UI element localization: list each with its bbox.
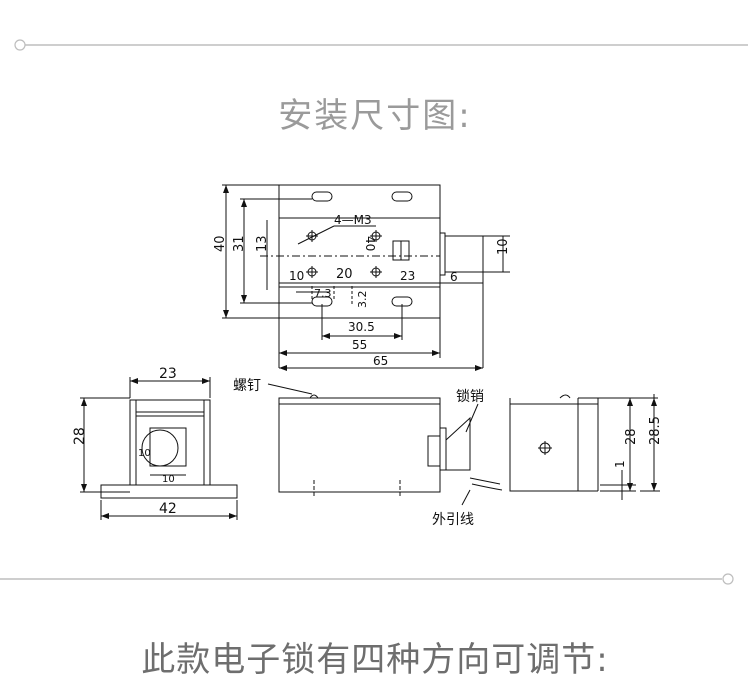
top-divider [14,39,748,51]
dim-30-5: 30.5 [348,320,375,334]
top-view-arrows [223,185,483,371]
dim-23-top: 23 [400,269,415,283]
dim-20: 20 [336,267,353,282]
left-view-drawing [80,377,238,520]
dim-28-5: 28.5 [648,416,663,445]
dim-65: 65 [373,354,388,368]
dim-10-right: 10 [496,238,511,255]
dim-10-vertical: 10 [138,448,151,459]
label-screw: 螺钉 [233,378,261,394]
left-view-arrows [81,378,237,519]
dim-42: 42 [159,501,177,517]
dim-28-right: 28 [624,428,639,445]
dim-1: 1 [613,460,627,468]
note-40: 40 [363,236,377,251]
bottom-divider [0,573,734,585]
dim-23-left: 23 [159,366,177,382]
dim-13: 13 [255,235,270,252]
dim-3-2: 3.2 [356,291,369,309]
dim-10-horizontal: 10 [162,474,175,485]
direction-adjust-title: 此款电子锁有四种方向可调节: [141,640,609,680]
right-view-arrows [627,398,657,491]
dim-6: 6 [450,270,458,284]
dim-31: 31 [232,235,247,252]
dim-7-3: 7.3 [314,287,332,300]
dim-10-left: 10 [289,269,304,283]
label-wire: 外引线 [432,512,474,528]
label-latch: 锁销 [456,389,484,405]
top-view-drawing [222,184,510,369]
right-view-drawing [509,394,660,500]
dim-55: 55 [352,338,367,352]
install-dimensions-title: 安装尺寸图: [278,96,472,136]
dim-40: 40 [213,235,228,252]
note-m3: 4—M3 [334,213,372,227]
side-view-drawing [267,383,503,506]
dim-28-left: 28 [72,427,88,445]
